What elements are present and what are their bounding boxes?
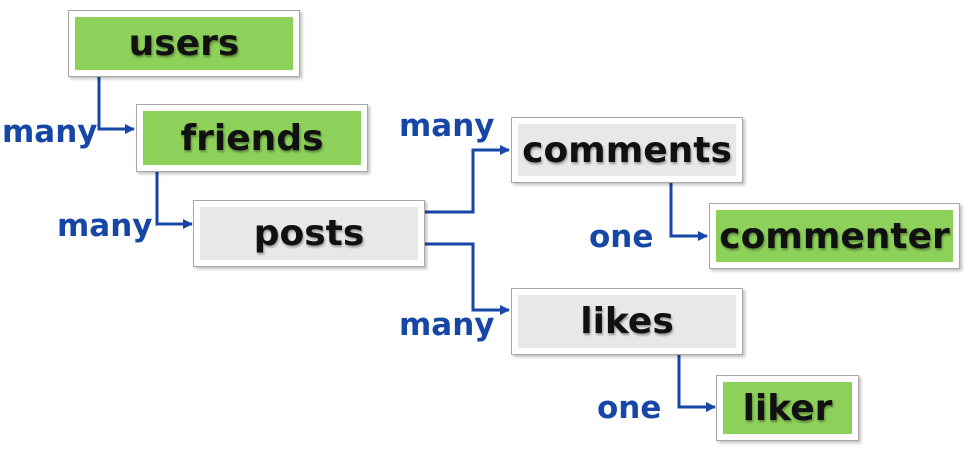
entity-posts-label: posts <box>253 213 365 254</box>
entity-likes-fill: likes <box>518 295 736 348</box>
relation-posts-likes-label: many <box>399 307 495 343</box>
relation-comments-commenter-label: one <box>589 219 654 255</box>
entity-likes: likes <box>511 288 743 355</box>
entity-posts-fill: posts <box>200 207 418 260</box>
entity-likes-label: likes <box>580 301 674 342</box>
entity-users: users <box>68 10 300 77</box>
connector-likes-liker <box>677 354 716 412</box>
entity-friends-label: friends <box>180 117 324 159</box>
entity-users-label: users <box>128 23 240 64</box>
entity-friends: friends <box>136 104 368 172</box>
connector-posts-likes <box>425 242 510 315</box>
connector-users-friends <box>97 77 135 134</box>
relation-friends-posts-label: many <box>57 208 153 244</box>
connector-posts-comments <box>425 145 510 214</box>
entity-comments-fill: comments <box>518 124 736 176</box>
relation-users-friends-label: many <box>2 114 98 150</box>
entity-liker-label: liker <box>742 387 833 429</box>
entity-comments-label: comments <box>522 129 732 171</box>
entity-commenter: commenter <box>709 203 960 269</box>
entity-comments: comments <box>511 117 743 183</box>
connector-friends-posts <box>155 172 193 229</box>
entity-commenter-fill: commenter <box>716 210 953 262</box>
entity-liker-fill: liker <box>723 382 852 434</box>
entity-friends-fill: friends <box>143 111 361 165</box>
entity-liker: liker <box>716 375 859 441</box>
entity-posts: posts <box>193 200 425 267</box>
connector-comments-commenter <box>669 182 708 241</box>
entity-users-fill: users <box>75 17 293 70</box>
entity-commenter-label: commenter <box>719 215 950 257</box>
relation-posts-comments-label: many <box>399 108 495 144</box>
relation-likes-liker-label: one <box>597 390 662 426</box>
